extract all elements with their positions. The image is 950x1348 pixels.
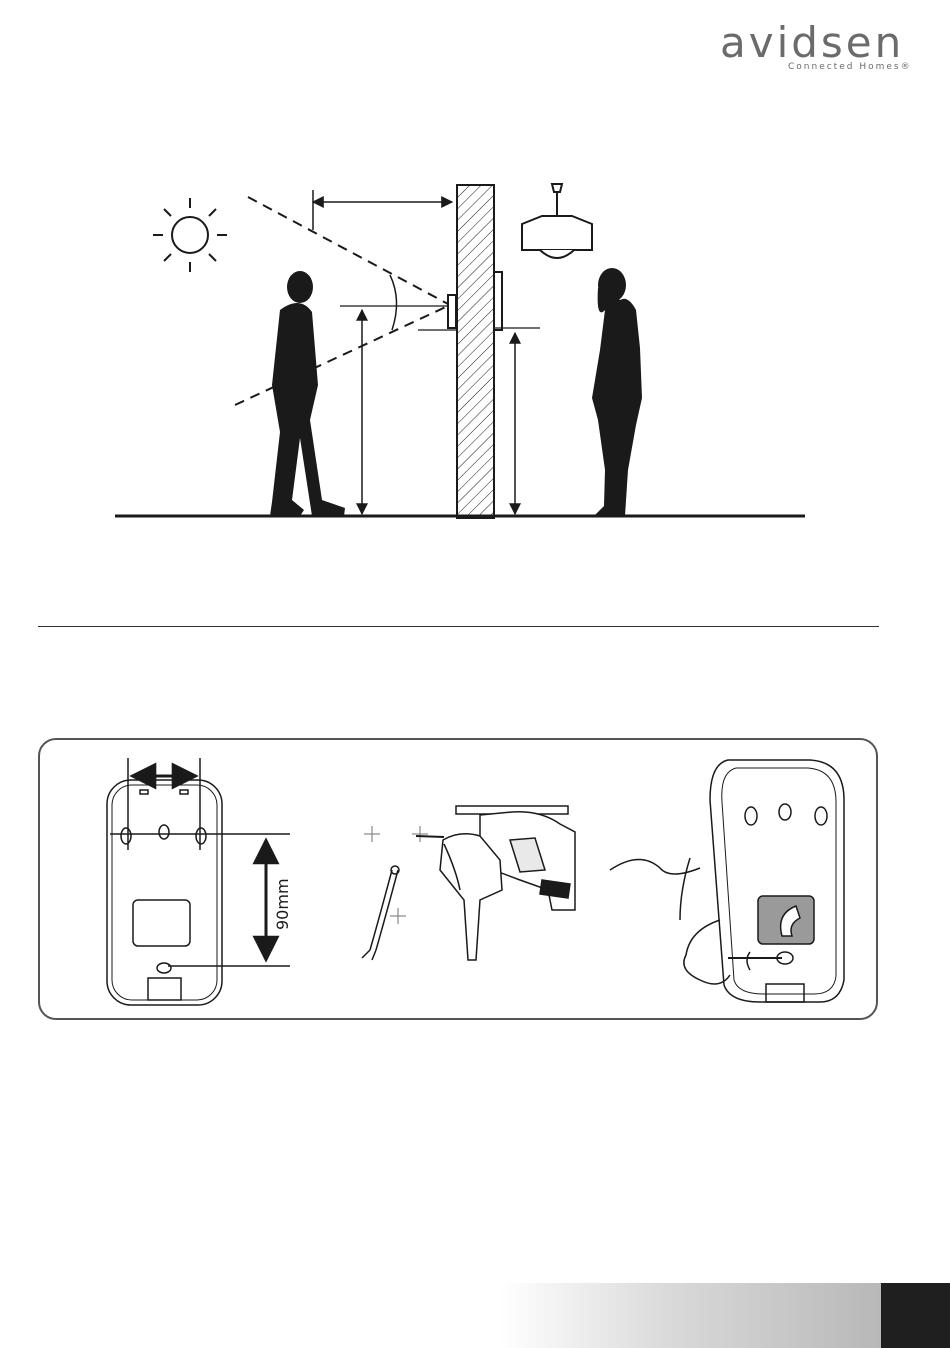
wall bbox=[457, 185, 494, 518]
brand-tagline: Connected Homes® bbox=[788, 62, 912, 72]
section-divider bbox=[38, 626, 879, 627]
wire-icon bbox=[362, 866, 399, 960]
view-angle-arc bbox=[390, 275, 397, 330]
sun-icon bbox=[153, 198, 227, 272]
woman-silhouette-icon bbox=[592, 268, 642, 516]
doorbell-icon bbox=[448, 295, 456, 328]
screwdriver-icon bbox=[610, 858, 782, 984]
installation-svg: 90mm bbox=[40, 740, 878, 1020]
man-silhouette-icon bbox=[270, 271, 345, 516]
placement-svg bbox=[100, 170, 820, 530]
dimension-label: 90mm bbox=[273, 878, 292, 930]
view-cone-lower bbox=[235, 305, 450, 405]
view-cone-upper bbox=[248, 197, 450, 305]
doorbell-back-plate-icon bbox=[107, 780, 222, 1005]
drill-icon bbox=[416, 806, 575, 960]
ceiling-lamp-icon bbox=[522, 184, 592, 258]
brand-logo: avidsen Connected Homes® bbox=[700, 18, 910, 80]
doorbell-front-icon bbox=[710, 760, 844, 1002]
installation-panel: 90mm bbox=[38, 738, 878, 1020]
footer-gradient-band bbox=[500, 1283, 881, 1348]
brand-name: avidsen bbox=[720, 18, 904, 67]
placement-illustration bbox=[100, 170, 820, 530]
page-tab bbox=[881, 1283, 950, 1348]
indoor-monitor bbox=[494, 272, 502, 330]
